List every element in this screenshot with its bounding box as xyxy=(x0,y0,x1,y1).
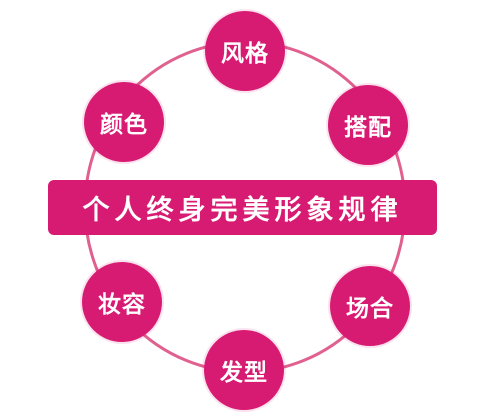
node-match: 搭配 xyxy=(328,85,408,165)
center-banner: 个人终身完美形象规律 xyxy=(48,180,437,235)
node-color: 颜色 xyxy=(84,82,164,162)
node-style: 风格 xyxy=(205,11,285,91)
node-scene: 场合 xyxy=(330,266,410,346)
node-hair: 发型 xyxy=(204,330,284,410)
banner-title: 个人终身完美形象规律 xyxy=(82,195,403,226)
node-makeup: 妆容 xyxy=(82,262,162,342)
